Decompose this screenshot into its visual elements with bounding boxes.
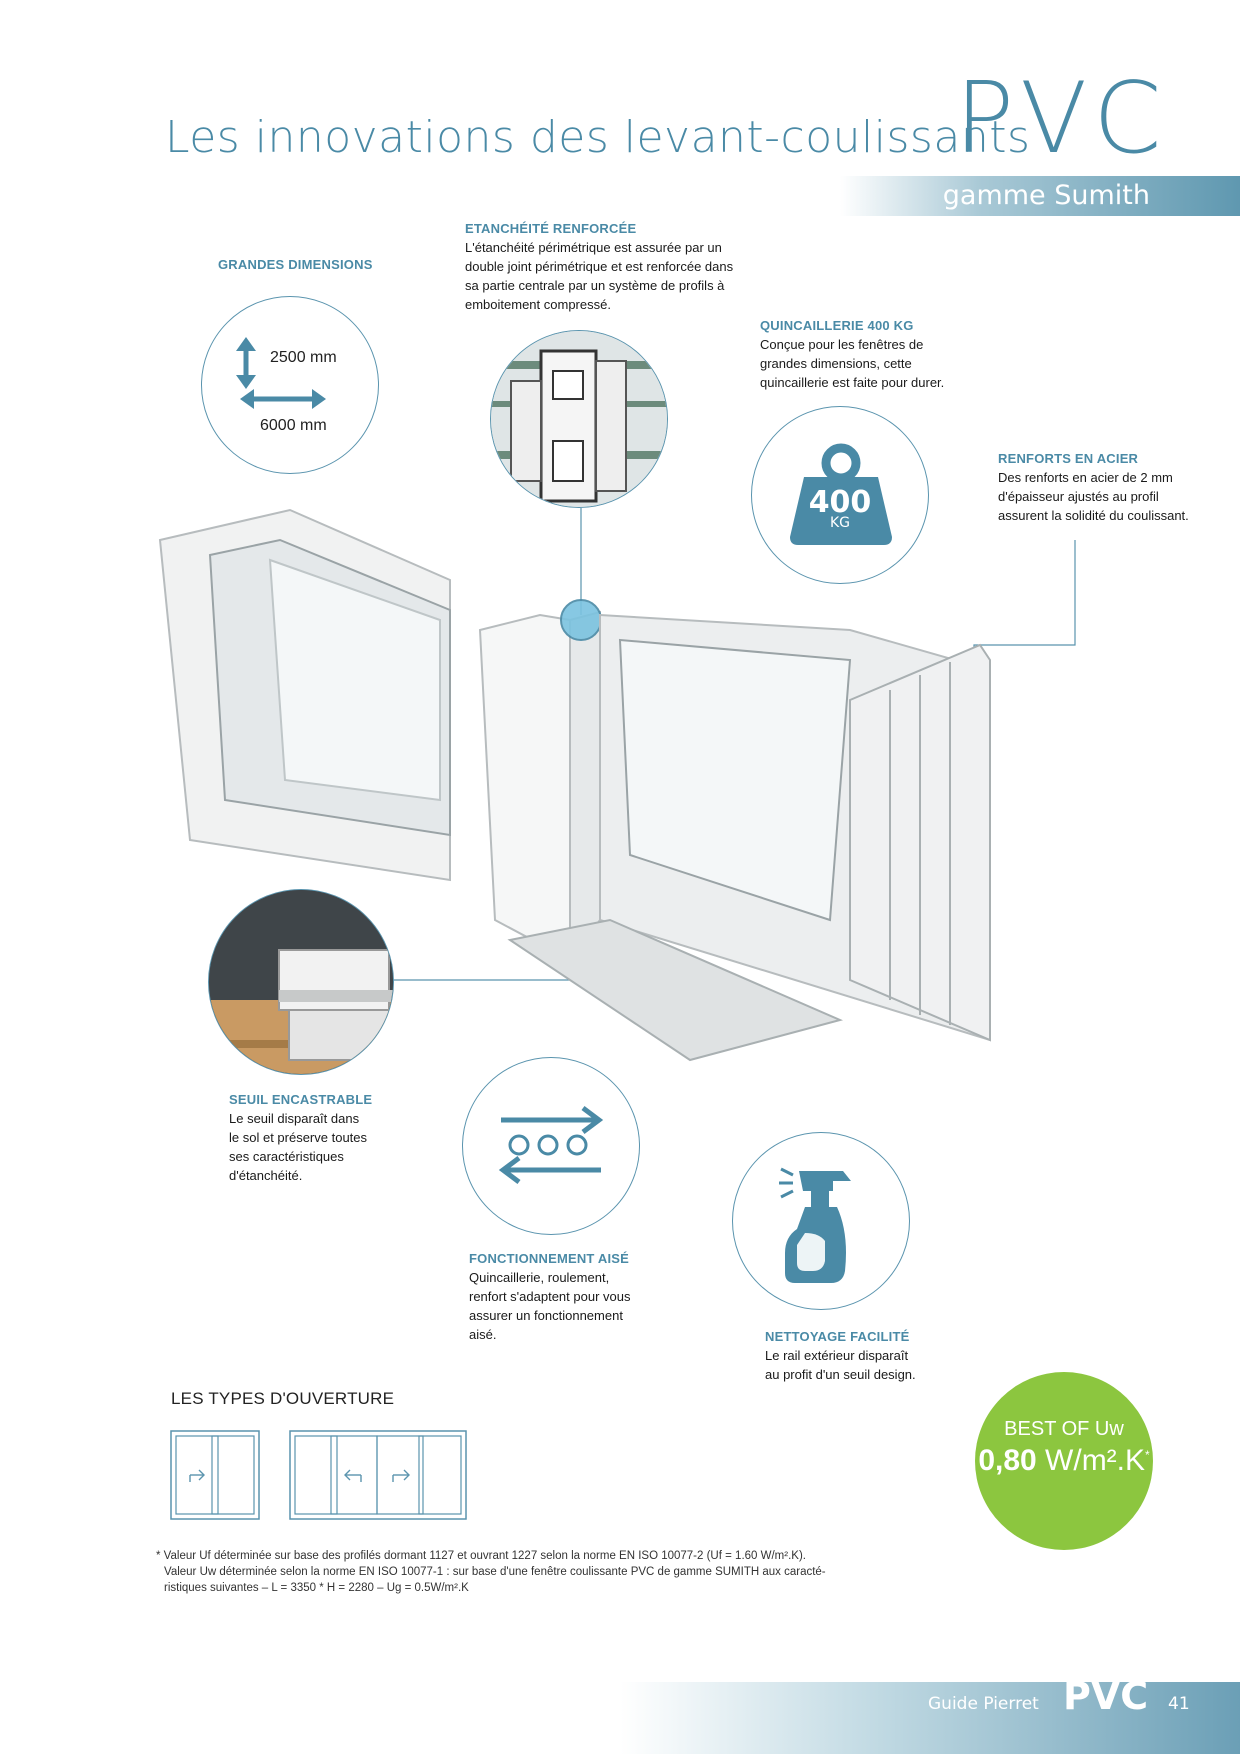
dimensions-arrows-icon [236, 337, 326, 409]
threshold-circle [208, 889, 394, 1075]
feature-title-renforts: RENFORTS EN ACIER [998, 451, 1139, 466]
page-subtitle: gamme Sumith [942, 180, 1150, 211]
dimension-width: 6000 mm [260, 417, 327, 434]
badge-label: BEST OF Uw [1004, 1418, 1124, 1440]
weight-icon [790, 443, 892, 545]
footer-label: Guide Pierret [928, 1694, 1039, 1714]
feature-title-quincaillerie: QUINCAILLERIE 400 KG [760, 318, 914, 333]
sliding-arrows-icon [498, 1106, 604, 1184]
feature-text-etancheite: L'étanchéité périmétrique est assurée pa… [465, 240, 734, 312]
footnote: * Valeur Uf déterminée sur base des prof… [156, 1550, 826, 1594]
subtitle-band: gamme Sumith [840, 176, 1240, 216]
types-title: LES TYPES D'OUVERTURE [171, 1389, 395, 1408]
weight-unit: KG [829, 515, 851, 531]
spray-bottle-icon [779, 1167, 851, 1283]
dimensions-circle: 2500 mm 6000 mm [201, 296, 379, 474]
feature-title-grandes-dimensions: GRANDES DIMENSIONS [218, 257, 373, 272]
opening-type-2-panel-icon [170, 1430, 260, 1520]
opening-type-4-panel-icon [289, 1430, 467, 1520]
cleaning-circle [732, 1132, 910, 1310]
sliding-door-illustration [158, 508, 1076, 1062]
seal-profile-circle [490, 330, 668, 508]
feature-text-fonctionnement: Quincaillerie, roulement, renfort s'adap… [469, 1270, 631, 1342]
weight-circle: 400 KG [751, 406, 929, 584]
feature-text-quincaillerie: Conçue pour les fenêtres de grandes dime… [760, 337, 945, 390]
operation-circle [462, 1057, 640, 1235]
seal-profile-image [491, 331, 667, 507]
badge-value-line: 0,80 W/m².K* [978, 1444, 1150, 1477]
page-title: Les innovations des levant-coulissants [165, 112, 1031, 163]
feature-title-seuil: SEUIL ENCASTRABLE [229, 1092, 373, 1107]
footer-band [620, 1682, 1240, 1754]
dimension-height: 2500 mm [270, 349, 337, 366]
feature-title-fonctionnement: FONCTIONNEMENT AISÉ [469, 1251, 630, 1266]
page-number: 41 [1168, 1694, 1190, 1714]
uw-badge: BEST OF Uw 0,80 W/m².K* [975, 1372, 1153, 1550]
page-title-accent: PVC [955, 62, 1168, 176]
feature-title-etancheite: ETANCHÉITÉ RENFORCÉE [465, 221, 637, 236]
threshold-image [209, 890, 393, 1074]
feature-text-renforts: Des renforts en acier de 2 mm d'épaisseu… [998, 470, 1189, 523]
weight-value: 400 [808, 485, 872, 520]
feature-text-seuil: Le seuil disparaît dans le sol et préser… [229, 1111, 368, 1183]
feature-title-nettoyage: NETTOYAGE FACILITÉ [765, 1329, 910, 1344]
feature-text-nettoyage: Le rail extérieur disparaît au profit d'… [765, 1348, 916, 1382]
footer-brand: PVC [1063, 1674, 1149, 1718]
